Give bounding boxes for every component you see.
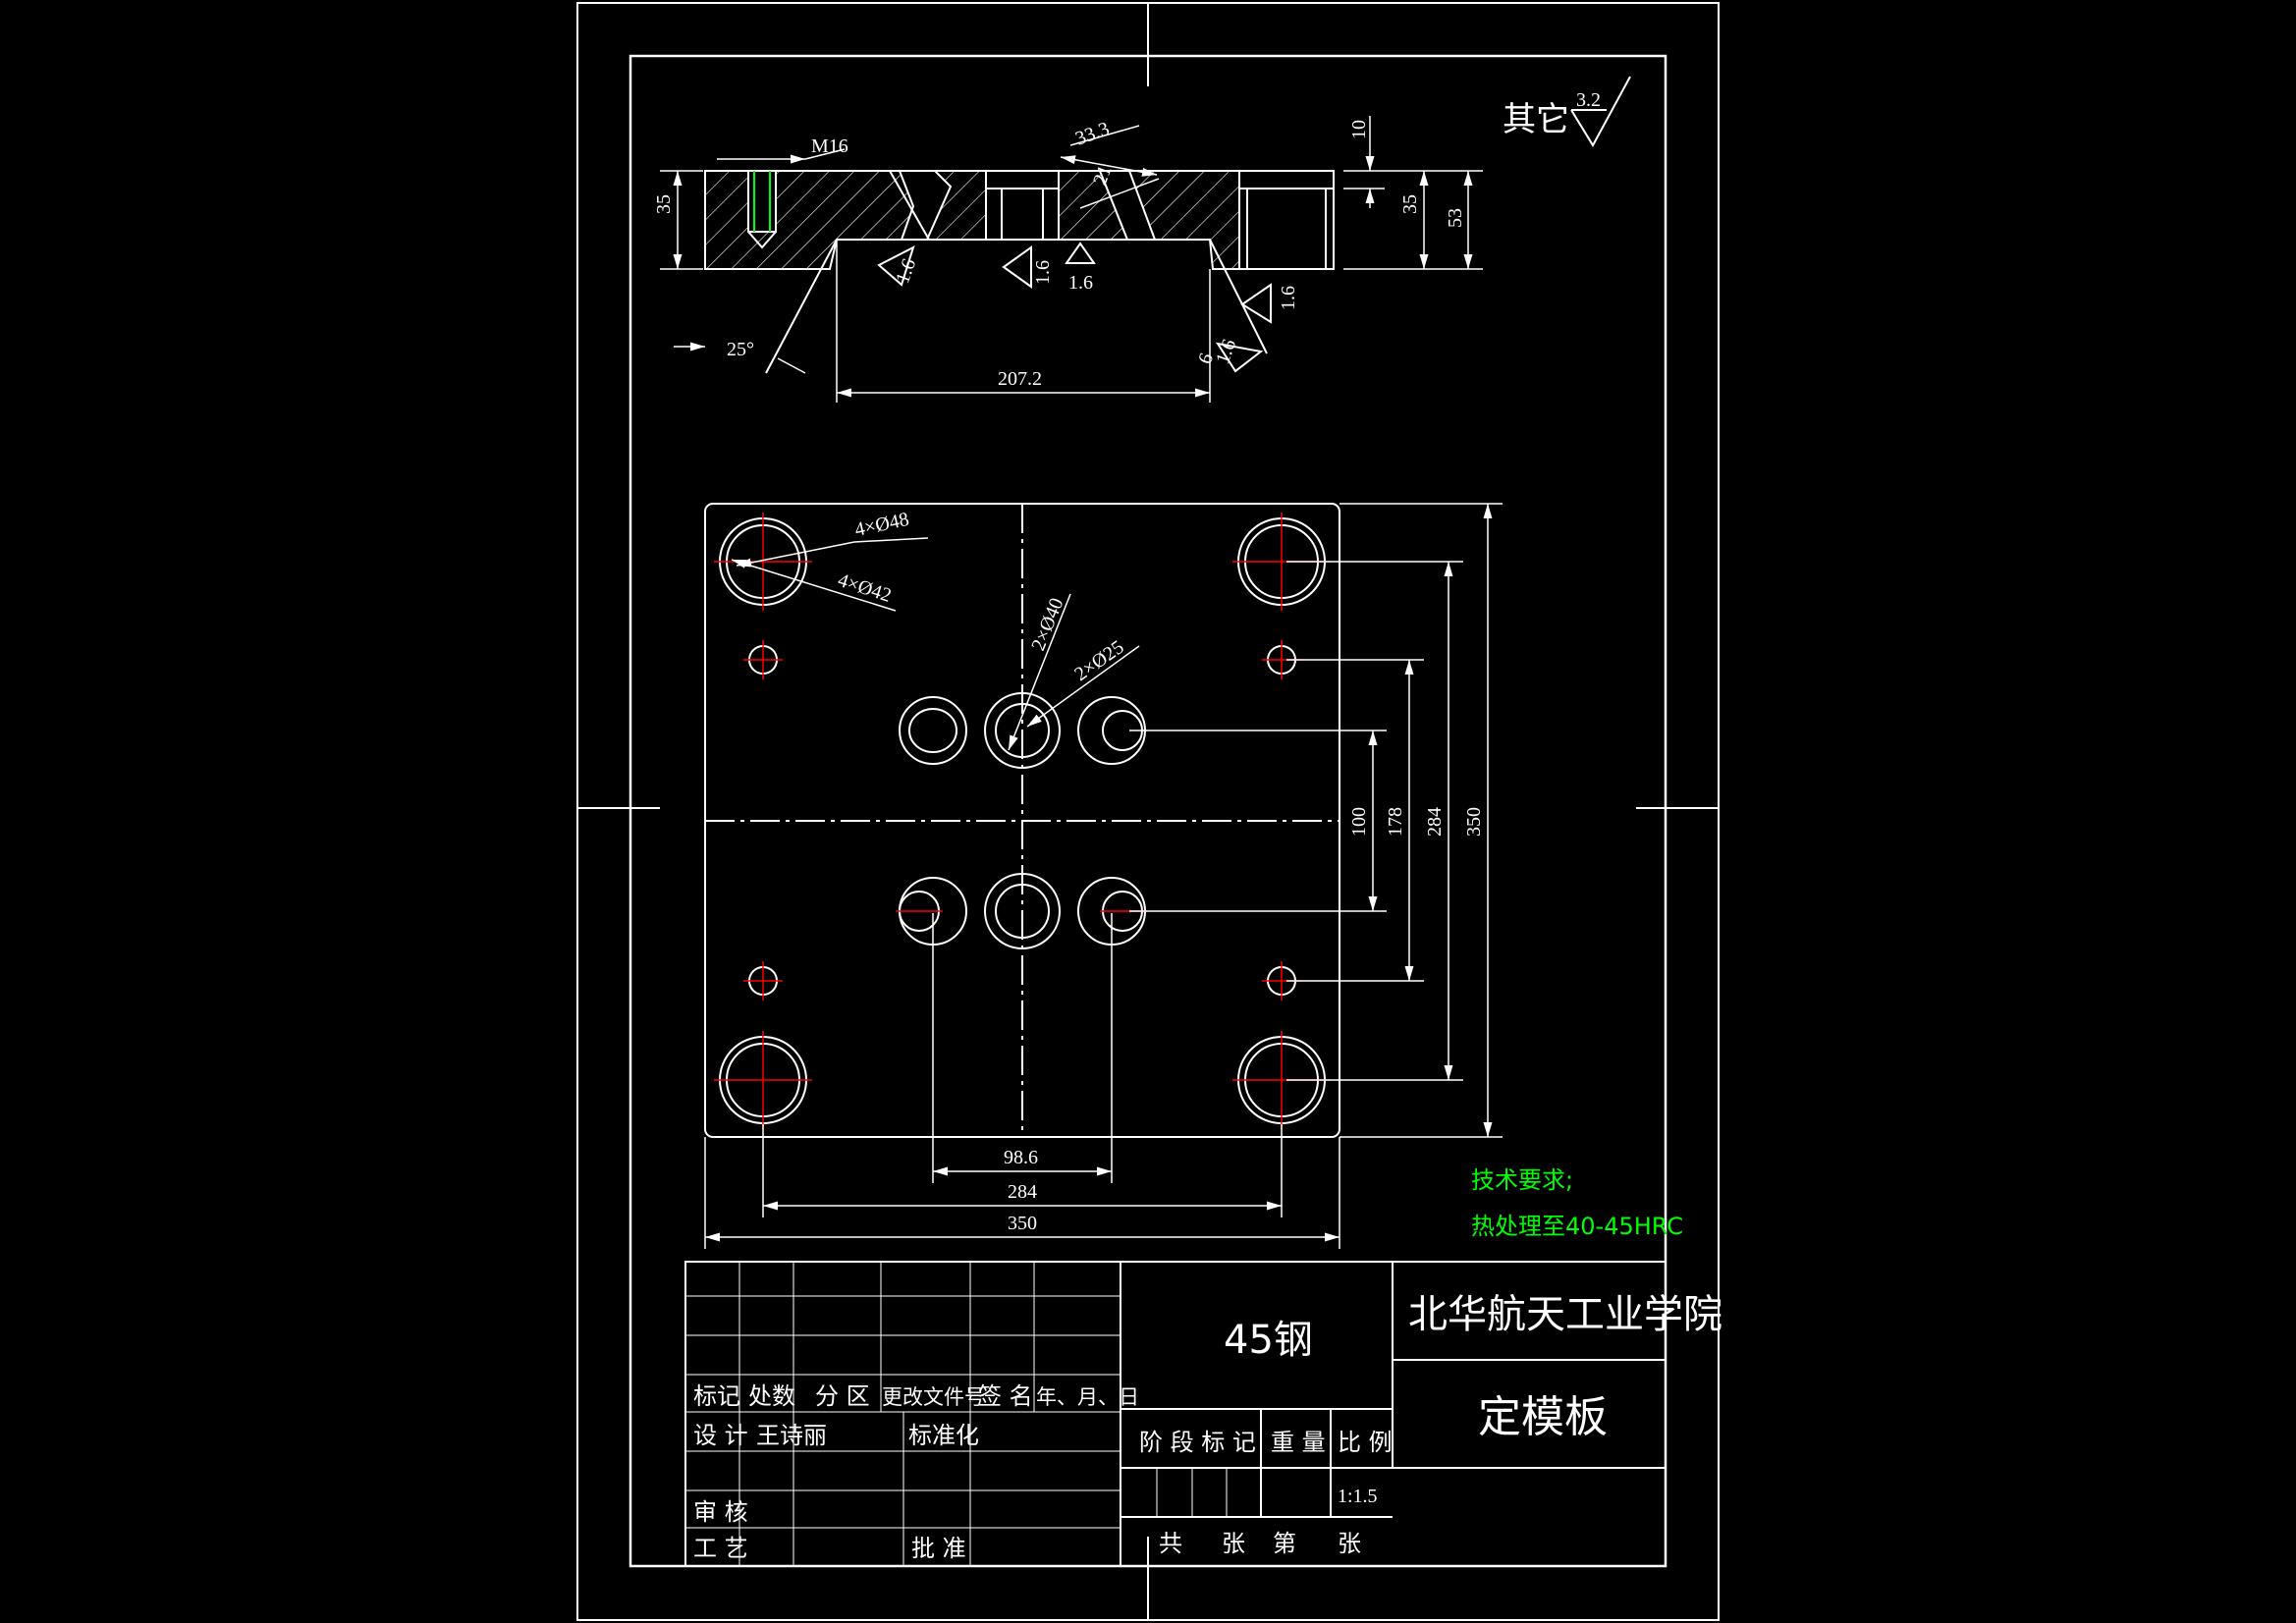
svg-text:207.2: 207.2: [998, 368, 1042, 390]
counterbore-right: [1238, 170, 1335, 270]
svg-text:阶 段 标 记: 阶 段 标 记: [1139, 1429, 1256, 1456]
svg-text:350: 350: [1008, 1213, 1037, 1234]
plan-view: [704, 503, 1340, 1138]
svg-text:第: 第: [1273, 1530, 1296, 1557]
section-view: [704, 170, 1335, 374]
svg-text:1.6: 1.6: [892, 256, 920, 287]
svg-text:更改文件号: 更改文件号: [882, 1385, 985, 1409]
svg-text:标记: 标记: [693, 1382, 740, 1410]
svg-text:284: 284: [1424, 807, 1446, 837]
svg-text:98.6: 98.6: [1004, 1147, 1038, 1168]
plan-dimensions: [704, 503, 1503, 1249]
roughness-symbols: [877, 242, 1272, 373]
title-block-text: 45钢 北华航天工业学院 定模板 标记 处数 分 区 更改文件号 签 名 年、月…: [693, 1292, 1722, 1562]
svg-text:重 量: 重 量: [1271, 1429, 1326, 1456]
svg-text:284: 284: [1008, 1181, 1037, 1203]
svg-text:35: 35: [653, 194, 675, 214]
svg-text:分 区: 分 区: [815, 1382, 870, 1410]
svg-text:标准化: 标准化: [908, 1422, 979, 1449]
svg-text:45钢: 45钢: [1224, 1318, 1313, 1363]
svg-text:100: 100: [1348, 807, 1370, 837]
svg-text:1.6: 1.6: [1068, 272, 1093, 294]
svg-text:张: 张: [1222, 1530, 1245, 1557]
svg-text:178: 178: [1385, 807, 1406, 837]
svg-text:年、月、日: 年、月、日: [1036, 1385, 1139, 1409]
svg-text:王诗丽: 王诗丽: [756, 1422, 827, 1449]
svg-text:10: 10: [1348, 120, 1370, 139]
technical-notes: 技术要求; 热处理至40-45HRC: [1471, 1166, 1683, 1240]
svg-text:签 名: 签 名: [978, 1382, 1033, 1410]
svg-text:2×Ø40: 2×Ø40: [1027, 595, 1067, 654]
svg-text:350: 350: [1463, 807, 1485, 837]
svg-text:比 例: 比 例: [1338, 1429, 1393, 1456]
svg-text:共: 共: [1159, 1530, 1182, 1557]
svg-text:M16: M16: [811, 135, 848, 157]
general-roughness: 其它 3.2: [1503, 76, 1631, 148]
section-dimensions: [660, 116, 1483, 403]
svg-text:33.3: 33.3: [1072, 118, 1112, 150]
svg-text:1.6: 1.6: [1278, 286, 1299, 310]
svg-text:3.2: 3.2: [1576, 89, 1601, 111]
svg-text:25°: 25°: [727, 339, 754, 360]
svg-text:1:1.5: 1:1.5: [1338, 1486, 1378, 1507]
svg-text:审 核: 审 核: [693, 1498, 748, 1526]
svg-text:1.6: 1.6: [1212, 337, 1240, 367]
svg-text:张: 张: [1338, 1530, 1361, 1557]
sprue-bore: [985, 170, 1060, 241]
svg-text:批 准: 批 准: [911, 1535, 966, 1562]
svg-text:35: 35: [1399, 194, 1421, 214]
svg-text:工 艺: 工 艺: [693, 1535, 748, 1562]
svg-text:4×Ø48: 4×Ø48: [852, 509, 910, 541]
svg-text:热处理至40-45HRC: 热处理至40-45HRC: [1471, 1213, 1683, 1240]
roughness-values: 1.6 1.6 1.6 1.6 1.6: [892, 256, 1299, 367]
title-block: [684, 1261, 1667, 1567]
svg-text:其它: 其它: [1503, 100, 1569, 139]
svg-text:设 计: 设 计: [693, 1422, 748, 1449]
svg-text:北华航天工业学院: 北华航天工业学院: [1408, 1292, 1722, 1337]
svg-text:53: 53: [1445, 208, 1466, 228]
svg-text:技术要求;: 技术要求;: [1471, 1166, 1573, 1194]
svg-text:处数: 处数: [748, 1382, 795, 1410]
svg-text:1.6: 1.6: [1032, 260, 1054, 285]
svg-text:定模板: 定模板: [1478, 1392, 1608, 1442]
centering-marks: [577, 3, 1719, 1620]
section-dimension-labels: M16 25° 33.3 21 10 35 53 35 6 207.2: [653, 118, 1466, 390]
